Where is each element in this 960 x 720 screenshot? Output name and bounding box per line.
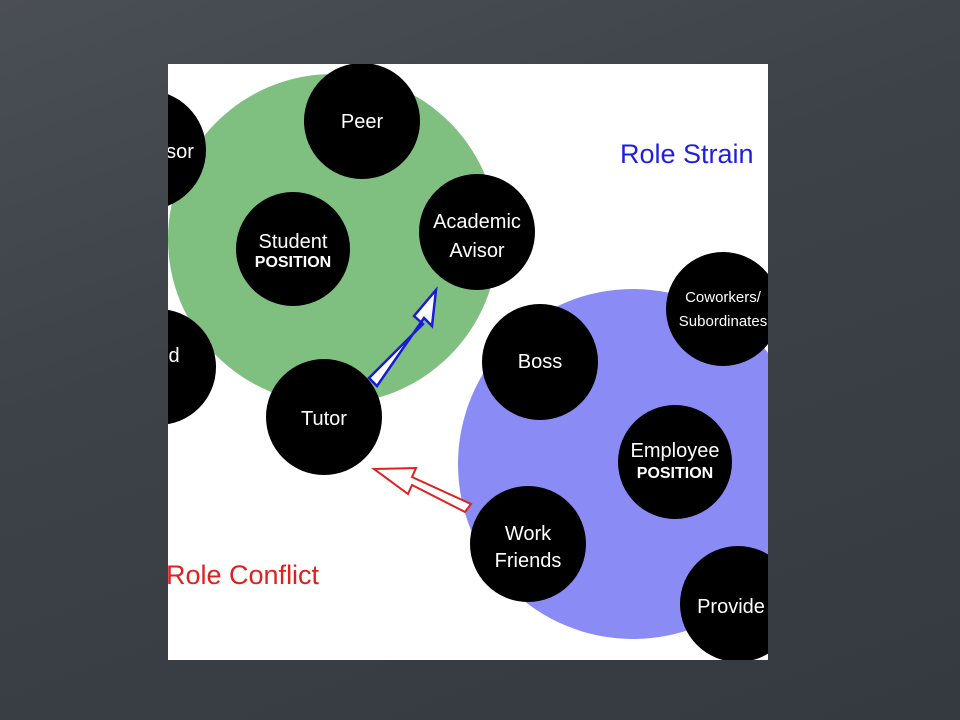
role-conflict-label: Role Conflict [168, 560, 320, 590]
role-strain-arrow [367, 286, 438, 388]
node-sublabel: POSITION [637, 465, 713, 482]
node-label-line2: Avisor [449, 240, 505, 262]
node-label: Provide [697, 596, 765, 618]
node-academic-avisor: Academic Avisor [419, 174, 535, 290]
node-advisor-partial: sor [168, 94, 206, 206]
node-label: sor [168, 141, 194, 163]
node-label: Tutor [301, 408, 347, 430]
node-coworkers-subordinates: Coworkers/ Subordinates [666, 252, 768, 366]
node-label: Peer [341, 111, 384, 133]
node-label-line2: Friends [495, 550, 562, 572]
node-student-position: Student POSITION [236, 192, 350, 306]
role-diagram: sor Peer Student POSITION Academic Aviso… [168, 64, 768, 660]
node-label: Student [259, 231, 328, 253]
node-label: Employee [631, 440, 720, 462]
node-label: d [168, 345, 179, 367]
node-peer: Peer [304, 64, 420, 179]
node-label: Boss [518, 351, 562, 373]
node-employee-position: Employee POSITION [618, 405, 732, 519]
node-friend-partial: d [168, 309, 216, 425]
role-strain-label: Role Strain [620, 139, 754, 169]
node-work-friends: Work Friends [470, 486, 586, 602]
node-label: Coworkers/ [685, 289, 762, 306]
node-label: Academic [433, 211, 521, 233]
node-boss: Boss [482, 304, 598, 420]
node-label-line2: Subordinates [679, 313, 767, 330]
node-tutor: Tutor [266, 359, 382, 475]
role-conflict-arrow [371, 466, 473, 514]
node-sublabel: POSITION [255, 254, 331, 271]
node-label: Work [505, 523, 552, 545]
node-provider-partial: Provide [680, 546, 768, 660]
diagram-image: sor Peer Student POSITION Academic Aviso… [168, 64, 768, 660]
